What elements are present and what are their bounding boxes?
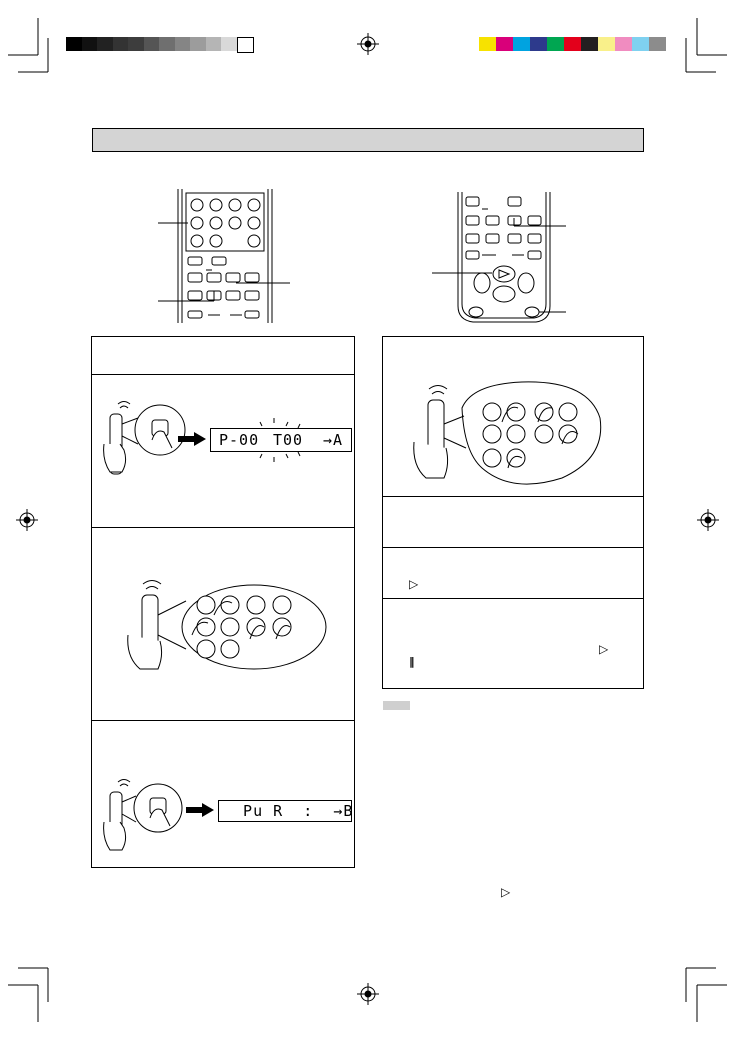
play-icon: ▷ <box>599 642 609 656</box>
gray-swatch <box>236 37 254 53</box>
registration-mark-right <box>697 509 719 531</box>
arrow-right-icon <box>178 432 206 446</box>
color-swatch <box>513 37 530 51</box>
lcd-disc-indicator: →A <box>323 431 344 449</box>
gray-swatch <box>112 37 128 51</box>
remote-control-illustration-right <box>432 192 566 323</box>
hand-press-button-illustration <box>103 779 183 851</box>
gray-swatch <box>174 37 190 51</box>
color-swatch <box>615 37 632 51</box>
color-swatch <box>530 37 547 51</box>
step-divider <box>383 547 643 548</box>
pause-icon: ‖ <box>409 655 415 668</box>
color-swatch <box>496 37 513 51</box>
gray-swatch <box>221 37 237 51</box>
step-divider <box>383 598 643 599</box>
gray-swatch <box>143 37 159 51</box>
color-swatch <box>564 37 581 51</box>
hand-press-number-keys-illustration <box>413 381 602 485</box>
play-icon: ▷ <box>501 885 511 899</box>
gray-swatch <box>205 37 221 51</box>
gray-swatch <box>190 37 206 51</box>
hand-press-button-illustration <box>103 401 186 475</box>
blink-indicator <box>259 418 301 462</box>
note-label-tab <box>383 701 410 710</box>
step-divider <box>92 720 354 721</box>
color-swatch <box>598 37 615 51</box>
registration-mark-bottom <box>357 983 379 1005</box>
color-swatch <box>581 37 598 51</box>
hand-press-number-keys-illustration <box>127 580 327 670</box>
gray-swatch <box>66 37 82 51</box>
arrow-right-icon <box>186 803 214 817</box>
registration-mark-top <box>357 33 379 55</box>
lcd-track-number: T00 <box>273 431 304 449</box>
gray-swatch <box>128 37 144 51</box>
step-divider <box>92 374 354 375</box>
lcd-text: Pu R : →B <box>223 802 354 820</box>
gray-swatch <box>97 37 113 51</box>
section-header-bar <box>92 128 644 152</box>
lcd-display-program-end: Pu R : →B <box>218 800 352 822</box>
step-divider <box>383 496 643 497</box>
play-icon: ▷ <box>409 577 419 591</box>
lcd-display-program: P-00 T00 →A <box>210 428 352 452</box>
remote-control-illustration-left <box>158 189 290 323</box>
gray-swatch <box>81 37 97 51</box>
gray-swatch <box>159 37 175 51</box>
color-swatch <box>479 37 496 51</box>
color-swatch <box>632 37 649 51</box>
lcd-program-number: P-00 <box>219 431 260 449</box>
registration-mark-left <box>16 509 38 531</box>
color-swatch <box>547 37 564 51</box>
color-swatch <box>649 37 666 51</box>
step-divider <box>92 527 354 528</box>
